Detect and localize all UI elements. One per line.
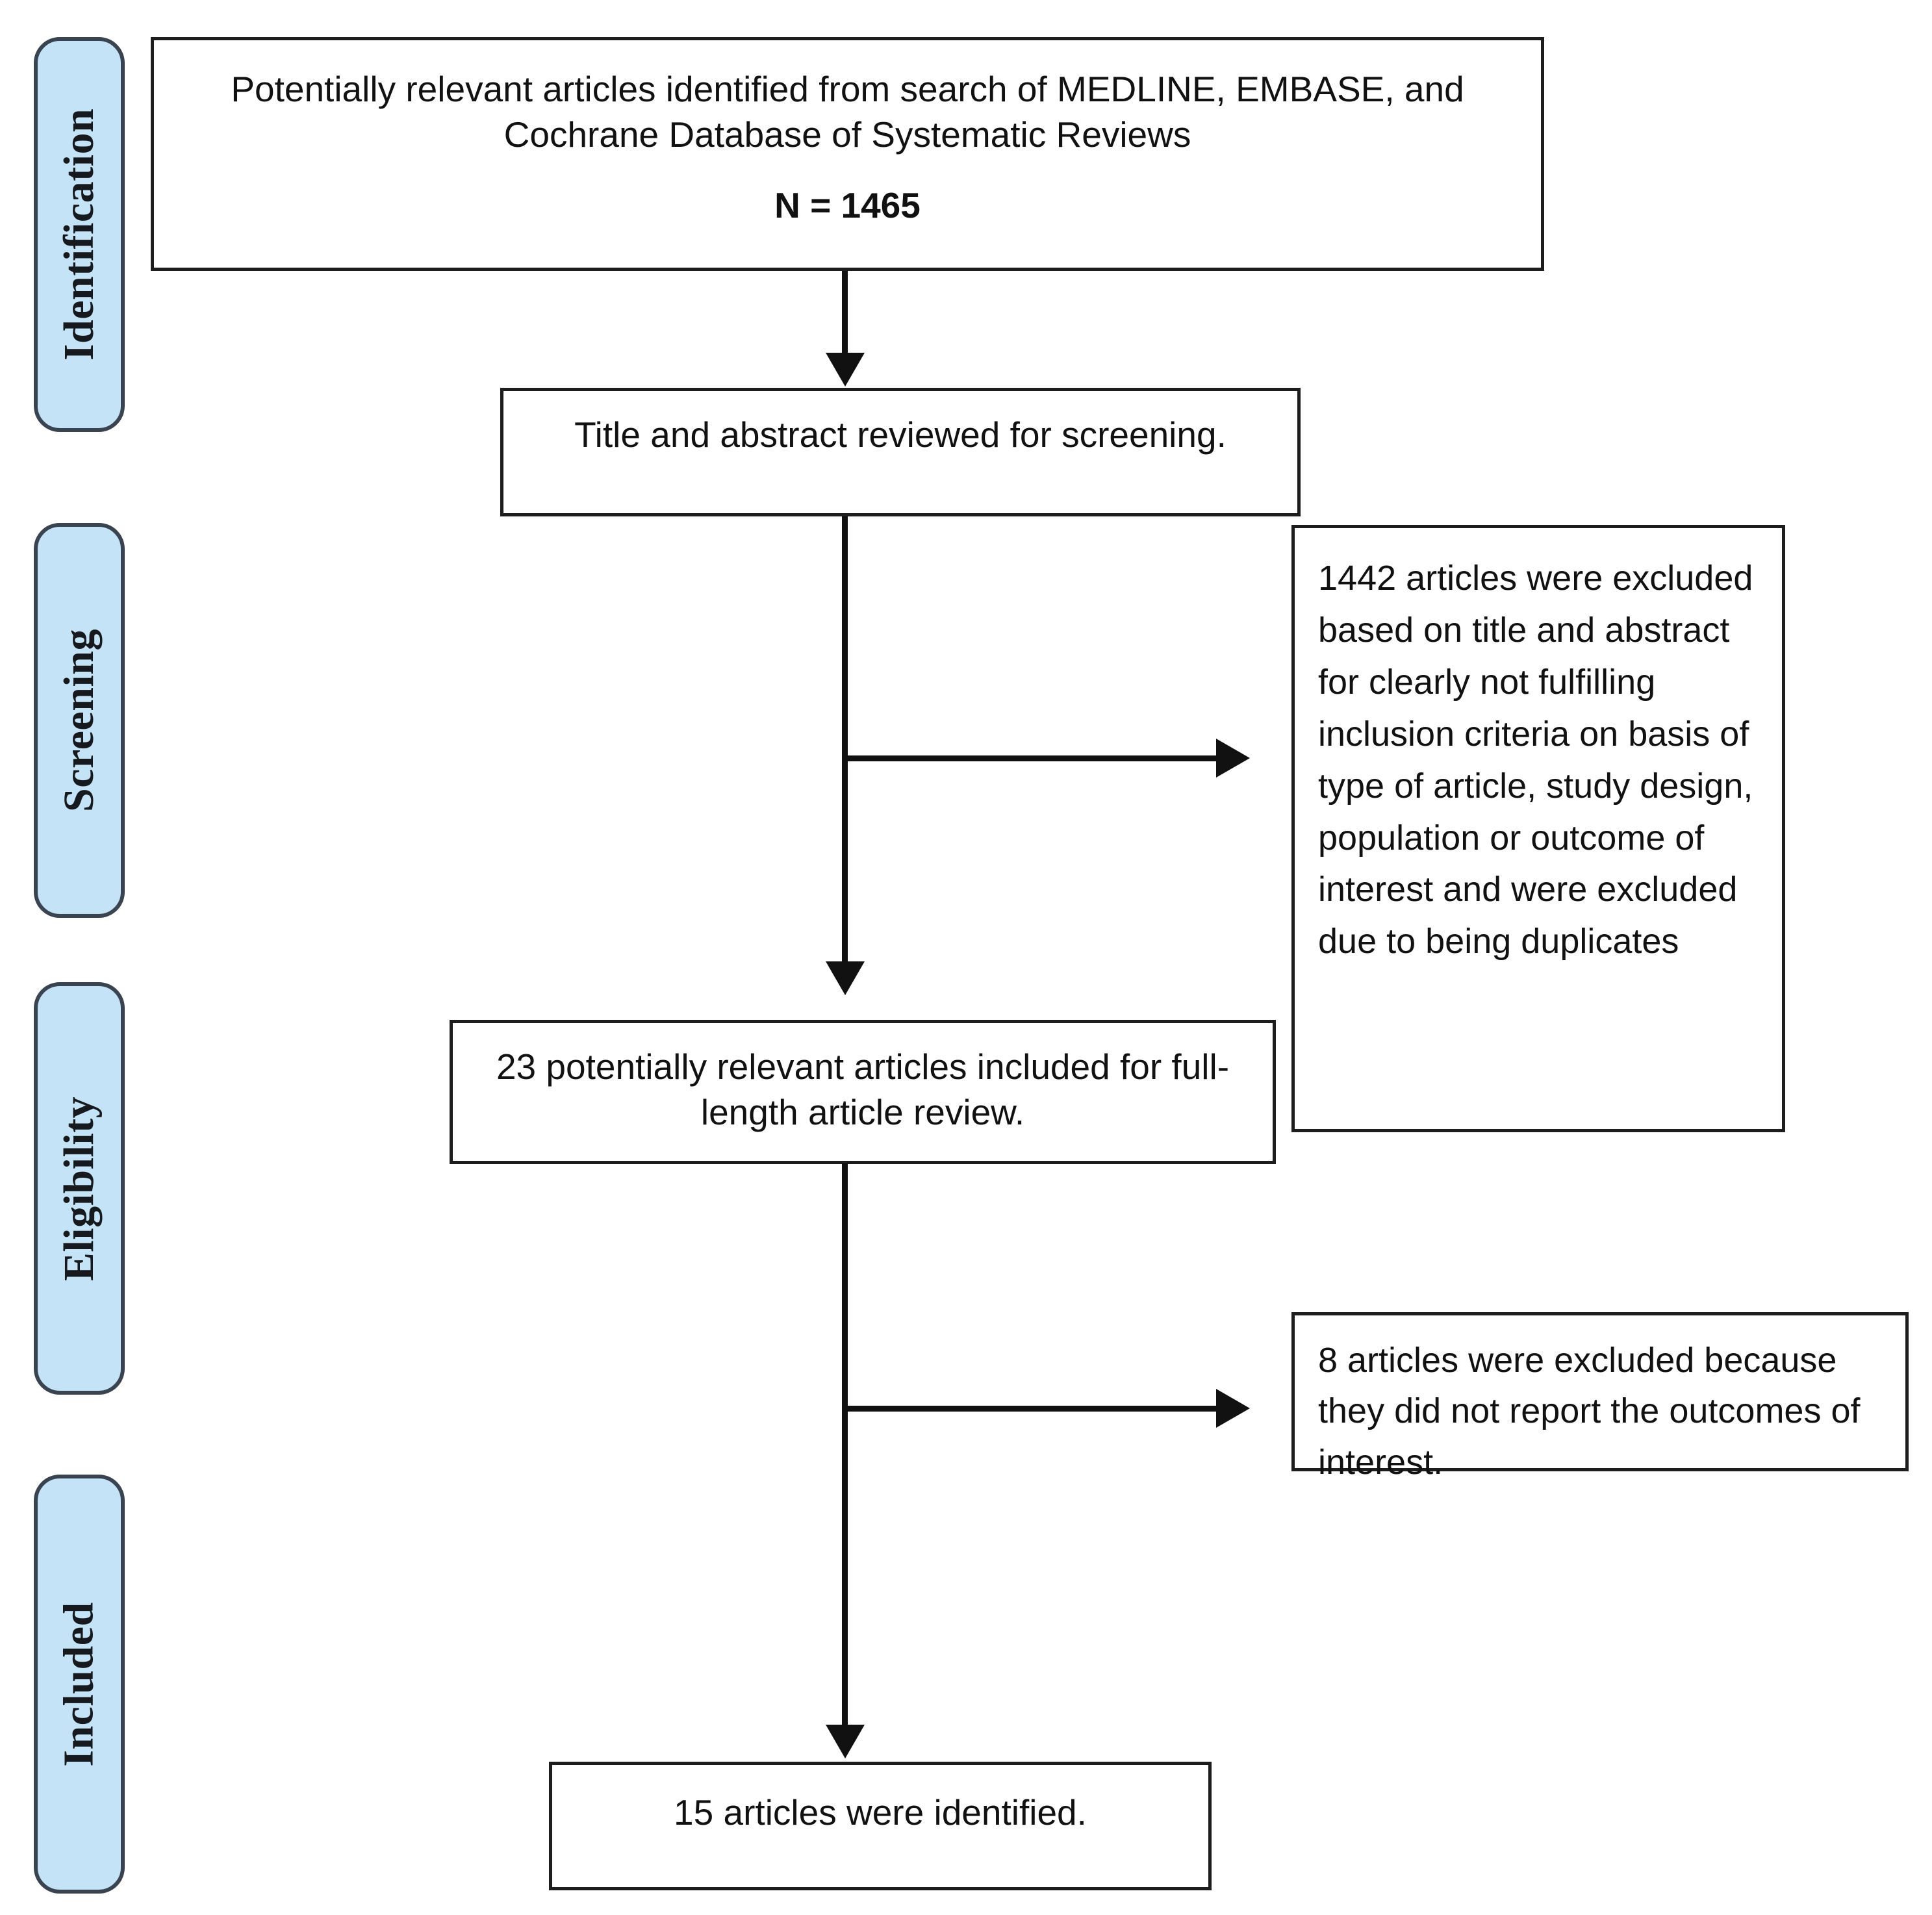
stage-label-included: Included bbox=[34, 1475, 125, 1894]
box-records-excluded-eligibility: 8 articles were excluded because they di… bbox=[1291, 1312, 1909, 1482]
stage-label-eligibility: Eligibility bbox=[34, 982, 125, 1395]
box-records-excluded-eligibility-text: 8 articles were excluded because they di… bbox=[1318, 1341, 1861, 1482]
box-studies-included: 15 articles were identified. bbox=[549, 1762, 1212, 1890]
box-records-identified-text: Potentially relevant articles identified… bbox=[231, 69, 1464, 155]
connector-fulltext-to-excluded-8-arrowhead bbox=[1216, 1389, 1250, 1428]
connector-identified-to-screened-arrowhead bbox=[826, 353, 865, 387]
connector-screened-to-excluded-1442-arrowhead bbox=[1216, 739, 1250, 778]
connector-fulltext-to-excluded-8-line bbox=[842, 1406, 1219, 1412]
box-records-excluded-screening-text: 1442 articles were excluded based on tit… bbox=[1318, 559, 1753, 961]
box-fulltext-assessed: 23 potentially relevant articles include… bbox=[450, 1020, 1276, 1164]
stage-label-identification-text: Identification bbox=[55, 108, 103, 361]
box-studies-included-text: 15 articles were identified. bbox=[674, 1792, 1087, 1833]
stage-label-screening: Screening bbox=[34, 523, 125, 918]
connector-screened-to-excluded-1442-line bbox=[842, 755, 1219, 761]
stage-label-included-text: Included bbox=[55, 1601, 103, 1767]
connector-fulltext-to-included-line bbox=[842, 1163, 848, 1728]
box-title-abstract-screened-text: Title and abstract reviewed for screenin… bbox=[574, 414, 1227, 455]
box-fulltext-assessed-text: 23 potentially relevant articles include… bbox=[496, 1046, 1230, 1133]
box-records-identified: Potentially relevant articles identified… bbox=[151, 37, 1544, 271]
box-title-abstract-screened: Title and abstract reviewed for screenin… bbox=[500, 388, 1301, 516]
box-records-excluded-screening: 1442 articles were excluded based on tit… bbox=[1291, 525, 1785, 1132]
box-records-identified-count: N = 1465 bbox=[774, 184, 921, 225]
connector-fulltext-to-included-arrowhead bbox=[826, 1725, 865, 1758]
stage-label-eligibility-text: Eligibility bbox=[55, 1096, 103, 1281]
connector-screened-to-fulltext-arrowhead bbox=[826, 961, 865, 995]
stage-label-screening-text: Screening bbox=[55, 629, 103, 812]
stage-label-identification: Identification bbox=[34, 37, 125, 432]
connector-screened-to-fulltext-line bbox=[842, 516, 848, 965]
connector-identified-to-screened-line bbox=[842, 271, 848, 355]
